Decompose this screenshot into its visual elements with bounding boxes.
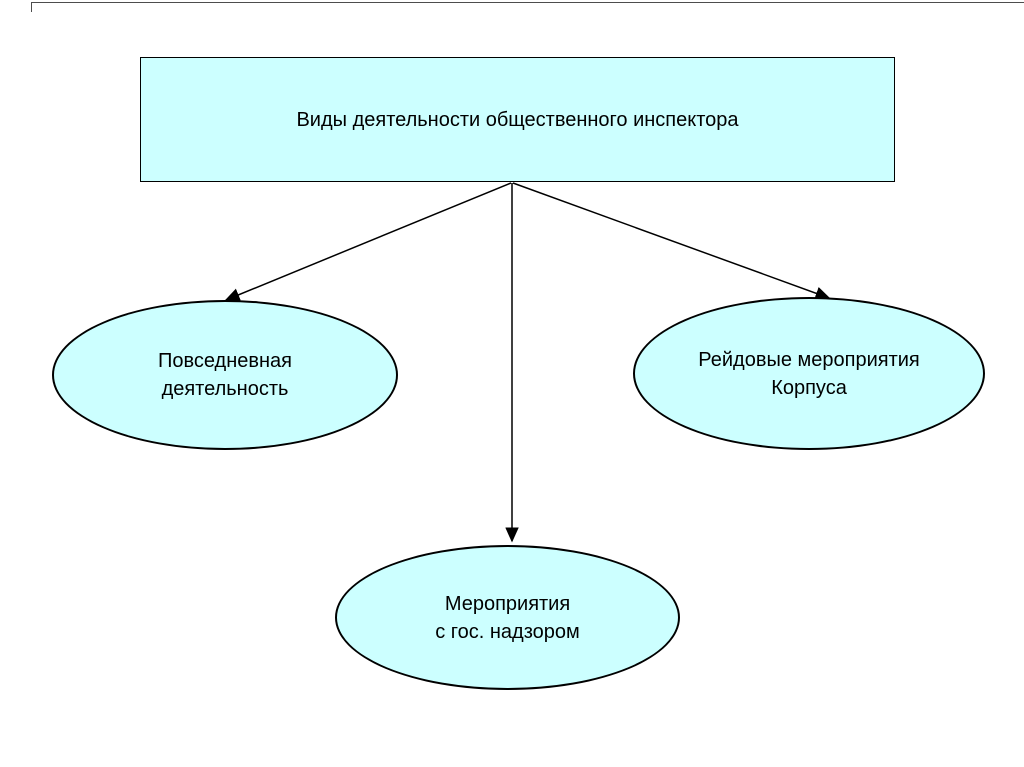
node-daily-activity: Повседневная деятельность [52,300,398,450]
node-state-supervision-events-label: Мероприятия с гос. надзором [435,592,580,643]
slide-border-left [31,2,32,12]
root-node-label: Виды деятельности общественного инспекто… [296,108,739,131]
node-raid-events: Рейдовые мероприятия Корпуса [633,297,985,450]
node-daily-activity-label: Повседневная деятельность [157,350,293,400]
node-raid-events-label: Рейдовые мероприятия Корпуса [698,348,920,399]
arrow-root-to-raid [512,182,831,300]
arrow-root-to-daily [224,182,512,302]
slide-border-top [31,2,1024,3]
root-node-types-of-activity: Виды деятельности общественного инспекто… [140,57,895,182]
node-state-supervision-events: Мероприятия с гос. надзором [335,545,680,690]
